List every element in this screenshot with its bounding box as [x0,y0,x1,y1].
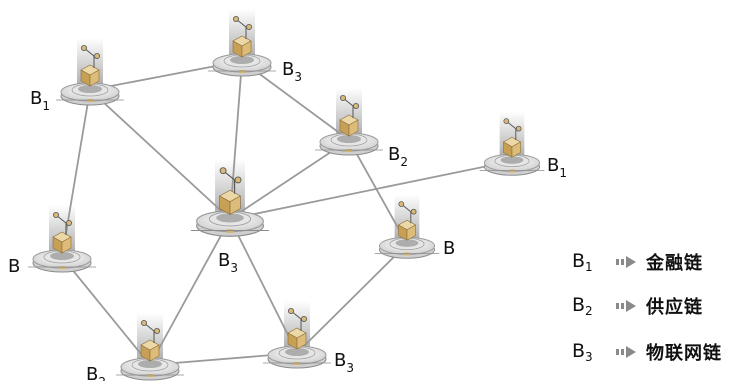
cube-icon [232,35,252,58]
antenna-bulb [515,125,522,132]
legend-item-b3: B3 物联网链 [572,338,722,366]
platform-indicator [404,252,410,256]
double-arrow-icon [616,256,646,268]
antenna-bulb [398,201,405,207]
edge-n5-n8 [149,218,231,366]
platform-indicator [294,362,300,365]
edge-n7-n9 [296,243,408,354]
node-label-n2: B3 [282,59,302,84]
node-layer: B1 B3 [8,9,567,381]
platform-core [216,213,244,223]
antenna-bulb [154,328,160,335]
node-label-n1: B1 [30,88,50,113]
cube-icon [218,189,242,215]
antenna-bulb [52,212,59,219]
double-arrow-icon [616,346,646,358]
platform-core [230,56,254,64]
antenna-bulb [503,118,510,124]
platform-core [395,239,419,247]
antenna-bulb [246,24,252,31]
platform-indicator [87,99,93,102]
legend-key: B1 [572,250,593,274]
legend-item-b2: B2 供应链 [572,292,703,320]
antenna-bulb [301,316,307,323]
cube-icon [502,136,522,158]
platform-indicator [346,149,352,152]
antenna-bulb [94,53,100,60]
antenna-bulb [287,308,294,315]
double-arrow-icon [616,300,646,312]
node-n9 [263,301,331,369]
platform-core [50,252,74,260]
platform-indicator [239,70,245,73]
node-label-n7: B [443,238,455,259]
node-label-n6: B [8,256,20,277]
edge-n1-n5 [89,89,231,220]
platform-core [138,360,162,368]
platform-core [500,156,524,164]
legend-value: 供应链 [646,297,703,318]
node-label-n4: B1 [547,155,567,180]
antenna-bulb [140,320,147,327]
platform-indicator [509,169,515,173]
node-n8 [116,313,184,381]
node-label-n8: B2 [86,364,106,381]
cube-icon [287,327,307,350]
node-n4 [479,111,545,176]
node-n3 [315,88,383,156]
node-label-n3: B2 [388,144,408,169]
node-label-n5: B3 [218,250,238,275]
platform-indicator [59,266,65,269]
node-n5 [190,159,270,237]
node-n2 [208,9,276,77]
platform-indicator [147,374,153,377]
platform-indicator [226,229,234,233]
antenna-bulb [80,45,87,52]
antenna-bulb [353,103,359,110]
antenna-bulb [410,208,417,215]
edge-n4-n5 [229,160,513,220]
legend-value: 物联网链 [646,343,722,364]
legend-value: 金融链 [646,253,703,274]
antenna-bulb [219,167,227,175]
edge-n3-n5 [229,139,350,220]
legend-key: B2 [572,294,593,318]
platform-core [78,85,102,93]
legend-item-b1: B1 金融链 [572,248,703,276]
platform-core [337,135,361,143]
legend-key: B3 [572,340,593,364]
node-n6 [28,205,96,273]
node-n1 [56,38,124,106]
platform-core [285,348,309,356]
antenna-bulb [232,16,239,23]
edge-n6-n8 [61,256,151,366]
antenna-bulb [234,176,242,184]
antenna-bulb [66,220,72,227]
node-n7 [374,194,440,259]
node-label-n9: B3 [334,350,354,375]
antenna-bulb [339,95,346,102]
